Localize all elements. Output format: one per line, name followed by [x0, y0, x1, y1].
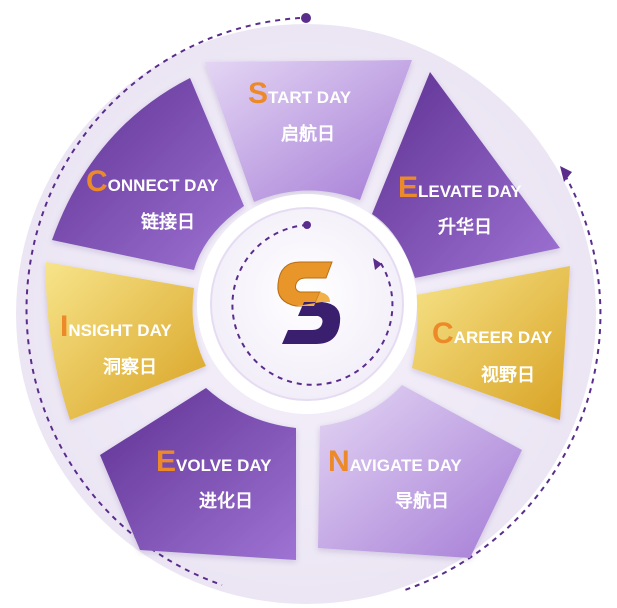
segment-insight-rest: NSIGHT DAY: [68, 321, 172, 340]
segment-connect[interactable]: [52, 78, 244, 270]
inner-orbit-arc: [231, 224, 394, 386]
logo-s-bottom: [282, 302, 341, 344]
segment-start-cn: 启航日: [281, 123, 335, 145]
segment-elevate-initial: E: [398, 171, 418, 204]
segment-navigate-cn: 导航日: [395, 490, 449, 512]
outer-orbit-arc-left: [25, 17, 301, 586]
arrow-head-icon: [560, 166, 572, 182]
segment-insight-initial: I: [60, 310, 68, 343]
segment-navigate-initial: N: [328, 445, 350, 478]
segment-insight-title: INSIGHT DAY: [60, 310, 172, 343]
segment-career-rest: AREER DAY: [454, 328, 553, 347]
segment-connect-rest: ONNECT DAY: [108, 176, 219, 195]
segment-elevate-cn: 升华日: [438, 216, 492, 238]
segment-evolve-cn: 进化日: [199, 490, 253, 512]
segment-evolve-rest: VOLVE DAY: [176, 456, 272, 475]
segment-start-rest: TART DAY: [268, 88, 352, 107]
segment-elevate[interactable]: [372, 72, 560, 278]
segment-navigate-title: NAVIGATE DAY: [328, 445, 462, 478]
segment-career-initial: C: [432, 317, 454, 350]
segment-elevate-rest: LEVATE DAY: [418, 182, 522, 201]
logo-s-icon: [277, 261, 341, 344]
segment-career-title: CAREER DAY: [432, 317, 553, 350]
segment-insight[interactable]: [45, 262, 206, 420]
segment-insight-cn: 洞察日: [103, 356, 157, 378]
labels: START DAY 启航日 ELEVATE DAY 升华日 CAREER DAY…: [60, 77, 553, 512]
center-hub: [197, 194, 417, 414]
segment-career-cn: 视野日: [481, 364, 535, 386]
segment-connect-initial: C: [86, 165, 108, 198]
segment-connect-title: CONNECT DAY: [86, 165, 219, 198]
inner-arrow-head-icon: [373, 258, 382, 270]
segment-navigate-rest: AVIGATE DAY: [350, 456, 463, 475]
segment-start[interactable]: [205, 60, 412, 202]
segment-evolve-initial: E: [156, 445, 176, 478]
segment-connect-cn: 链接日: [141, 211, 195, 233]
segment-start-initial: S: [248, 77, 268, 110]
segments: [45, 60, 570, 560]
segment-career[interactable]: [412, 266, 570, 420]
segment-evolve[interactable]: [100, 388, 296, 560]
segment-evolve-title: EVOLVE DAY: [156, 445, 272, 478]
segment-elevate-title: ELEVATE DAY: [398, 171, 522, 204]
segment-navigate[interactable]: [318, 385, 522, 558]
inner-orbit-dot-icon: [303, 221, 311, 229]
segment-start-title: START DAY: [248, 77, 352, 110]
orbit-dot-icon: [301, 13, 311, 23]
logo-s-accent: [296, 292, 330, 306]
